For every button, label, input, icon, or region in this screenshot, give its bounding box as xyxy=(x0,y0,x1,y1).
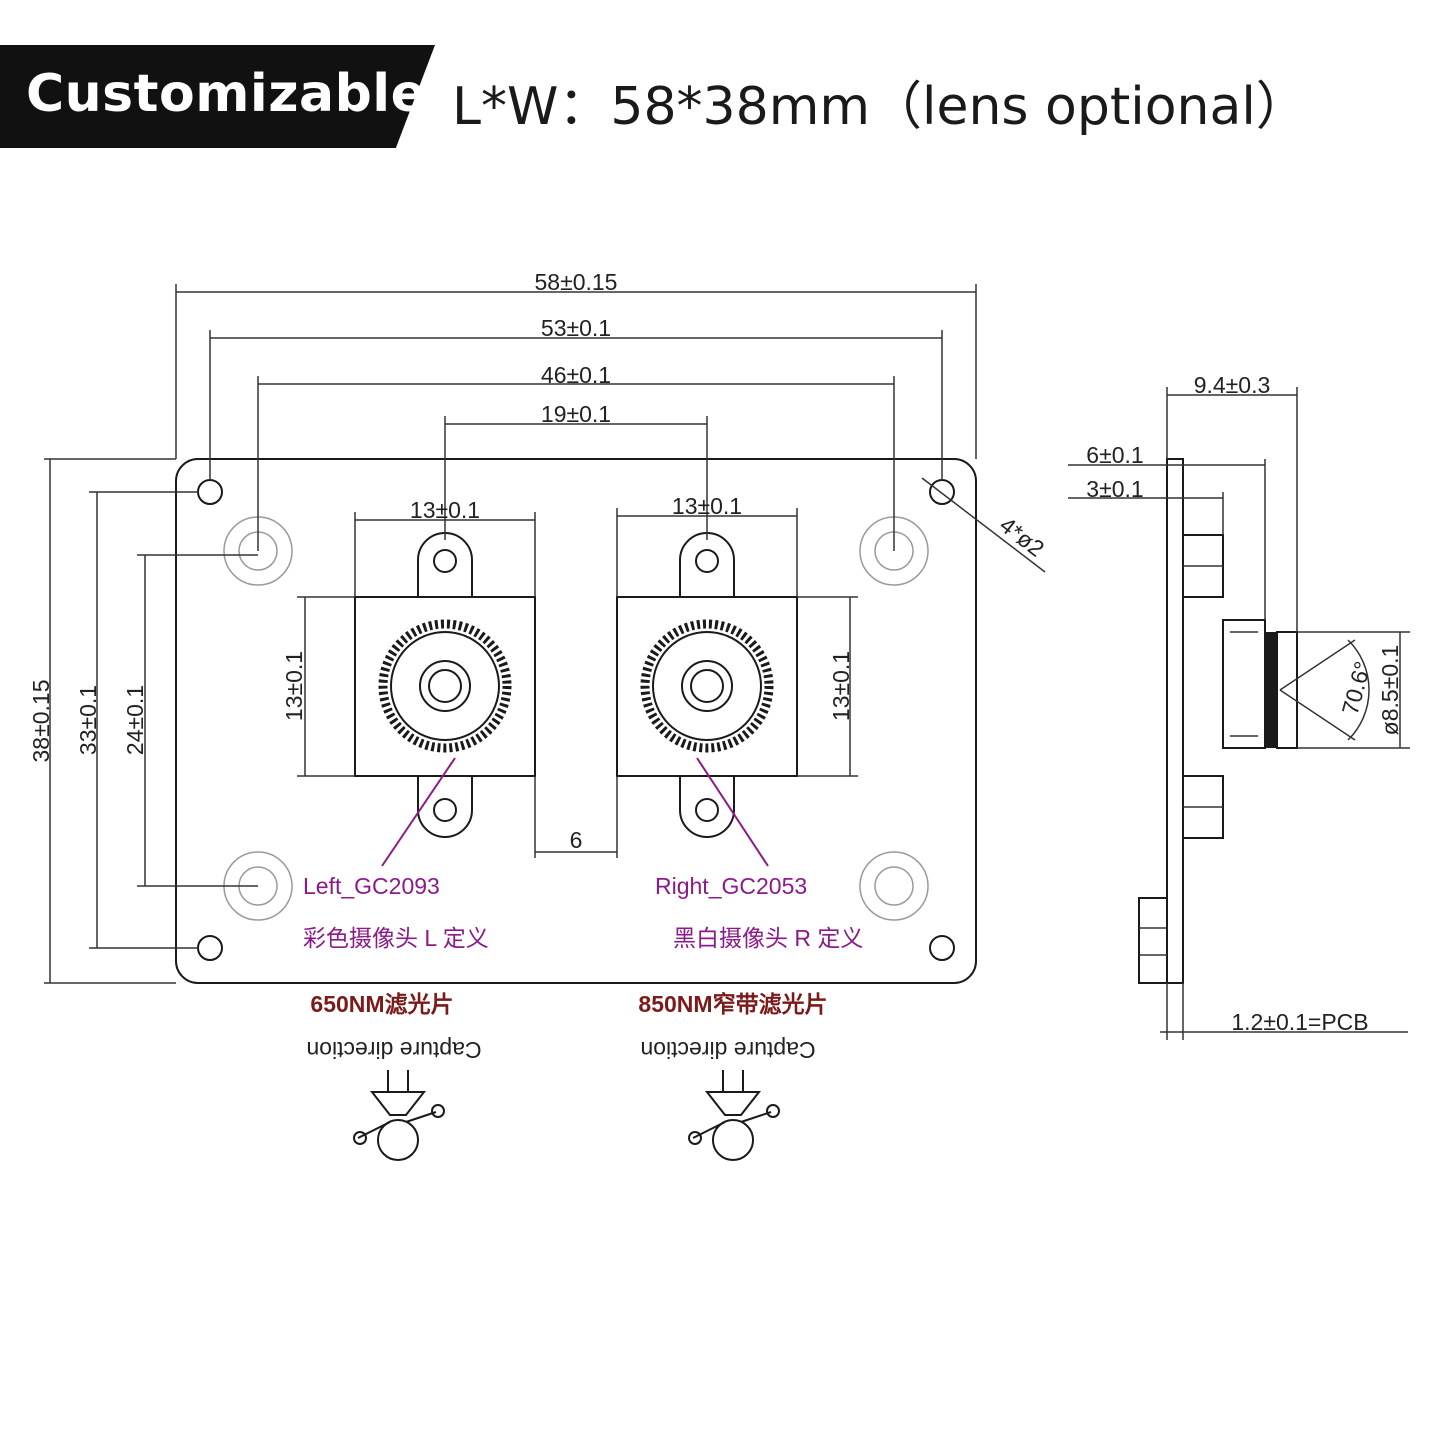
left-camera-module xyxy=(354,532,536,838)
dim-hole-span-inner: 46±0.1 xyxy=(541,362,611,388)
right-camera-module xyxy=(616,532,798,838)
left-capture-icon xyxy=(353,1070,445,1161)
pcb-outline xyxy=(175,458,977,984)
customizable-badge: Customizable xyxy=(26,64,427,124)
dim-lens-diameter: ø8.5±0.1 xyxy=(1377,645,1403,736)
right-filter-label: 850NM窄带滤光片 xyxy=(638,991,827,1017)
dim-side-b: 3±0.1 xyxy=(1086,476,1143,502)
dim-overall-height: 38±0.15 xyxy=(28,680,54,763)
left-sensor-leader xyxy=(381,757,456,867)
vertical-dimensions xyxy=(44,458,1046,984)
left-filter-label: 650NM滤光片 xyxy=(310,991,453,1017)
dim-hole-span-vertical-inner: 24±0.1 xyxy=(122,685,148,755)
right-sensor-definition: 黑白摄像头 R 定义 xyxy=(673,925,863,951)
dim-lens-spacing: 19±0.1 xyxy=(541,401,611,427)
left-sensor-definition: 彩色摄像头 L 定义 xyxy=(303,925,489,951)
dim-hole-span-vertical-outer: 33±0.1 xyxy=(75,685,101,755)
dim-side-total: 9.4±0.3 xyxy=(1194,372,1271,398)
side-view xyxy=(1068,387,1410,1040)
right-capture-icon xyxy=(688,1070,780,1161)
dim-side-a: 6±0.1 xyxy=(1086,442,1143,468)
dim-pcb-thickness: 1.2±0.1=PCB xyxy=(1231,1009,1368,1035)
right-sensor-name: Right_GC2053 xyxy=(655,873,807,899)
left-sensor-name: Left_GC2093 xyxy=(303,873,440,899)
horizontal-dimensions xyxy=(175,284,977,858)
dim-module-gap: 6 xyxy=(570,827,583,853)
left-capture-direction: Capture direction xyxy=(306,1037,481,1063)
right-capture-direction: Capture direction xyxy=(640,1037,815,1063)
dim-lens-angle: 70.6° xyxy=(1337,658,1376,717)
size-headline: L*W：58*38mm（lens optional） xyxy=(452,77,1308,137)
dim-right-module-height: 13±0.1 xyxy=(828,651,854,721)
dim-hole-span-outer: 53±0.1 xyxy=(541,315,611,341)
dim-right-module-width: 13±0.1 xyxy=(672,493,742,519)
dim-left-module-width: 13±0.1 xyxy=(410,497,480,523)
customizable-banner xyxy=(0,45,435,148)
dim-left-module-height: 13±0.1 xyxy=(281,651,307,721)
right-sensor-leader xyxy=(696,757,769,867)
dim-overall-length: 58±0.15 xyxy=(535,269,618,295)
